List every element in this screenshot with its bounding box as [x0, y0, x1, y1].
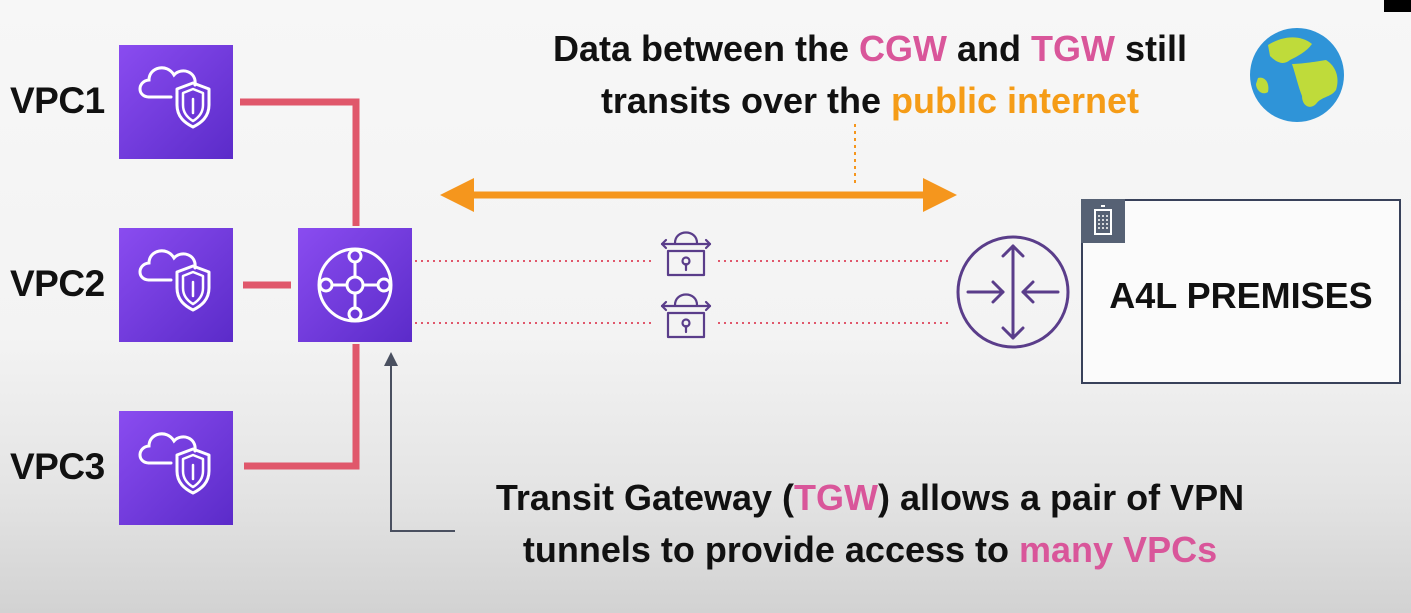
customer-gateway-router-icon	[956, 235, 1070, 349]
vpc3-icon	[119, 411, 233, 525]
vpc2-label: VPC2	[10, 263, 105, 304]
vpn-lock-icon	[660, 231, 712, 277]
cgw-highlight: CGW	[859, 28, 948, 69]
vpc-links	[240, 98, 360, 470]
vpc3-label: VPC3	[10, 446, 105, 487]
headline-line-2: transits over the public internet	[470, 75, 1270, 127]
transit-gateway-icon	[298, 228, 412, 342]
many-vpcs-highlight: many VPCs	[1019, 529, 1218, 570]
vpn-lock-icon	[660, 293, 712, 339]
headline-text: and	[947, 28, 1032, 69]
vpc2-icon	[119, 228, 233, 342]
building-icon	[1081, 199, 1125, 243]
vpc1-label: VPC1	[10, 80, 105, 121]
premises-box: A4L PREMISES	[1081, 199, 1401, 384]
caption-text: tunnels to provide access to	[522, 529, 1020, 570]
globe-icon	[1250, 28, 1344, 122]
premises-label: A4L PREMISES	[1109, 275, 1373, 316]
tgw-highlight: TGW	[1031, 28, 1116, 69]
headline-text: still	[1115, 28, 1188, 69]
caption-text: ) allows a pair of VPN	[878, 477, 1245, 518]
caption-line-2: tunnels to provide access to many VPCs	[440, 524, 1300, 576]
caption-pointer-arrow	[384, 352, 455, 532]
headline-text: Data between the	[552, 28, 860, 69]
headline-text: transits over the	[600, 80, 892, 121]
vpc1-icon	[119, 45, 233, 159]
caption-line-1: Transit Gateway (TGW) allows a pair of V…	[440, 472, 1300, 524]
headline-line-1: Data between the CGW and TGW still	[470, 23, 1270, 75]
caption-text: Transit Gateway (	[495, 477, 795, 518]
public-internet-arrow	[440, 178, 957, 212]
corner-mark	[1384, 0, 1411, 12]
tgw-highlight: TGW	[794, 477, 878, 518]
public-internet-highlight: public internet	[891, 80, 1140, 121]
